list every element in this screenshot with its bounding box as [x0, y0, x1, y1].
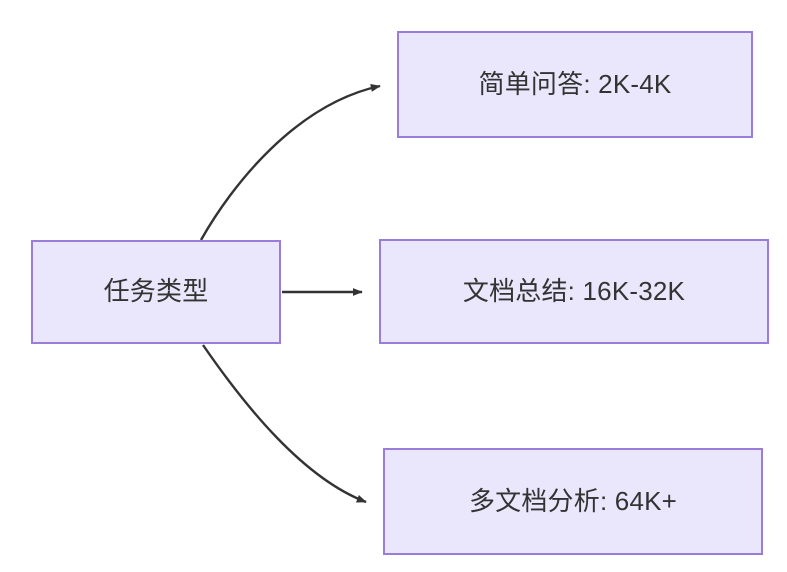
node-multidoc-analysis-label: 多文档分析: 64K+: [468, 485, 678, 516]
edge-task-type-to-multidoc-analysis: [202, 344, 367, 504]
node-task-type-label: 任务类型: [103, 276, 209, 307]
node-doc-summary-label: 文档总结: 16K-32K: [462, 275, 686, 306]
node-multidoc-analysis[interactable]: 多文档分析: 64K+: [383, 448, 763, 555]
node-simple-qa[interactable]: 简单问答: 2K-4K: [397, 31, 753, 138]
node-doc-summary[interactable]: 文档总结: 16K-32K: [379, 239, 769, 344]
edge-task-type-to-simple-qa: [199, 84, 381, 241]
node-task-type[interactable]: 任务类型: [31, 240, 281, 344]
node-simple-qa-label: 简单问答: 2K-4K: [478, 68, 672, 99]
